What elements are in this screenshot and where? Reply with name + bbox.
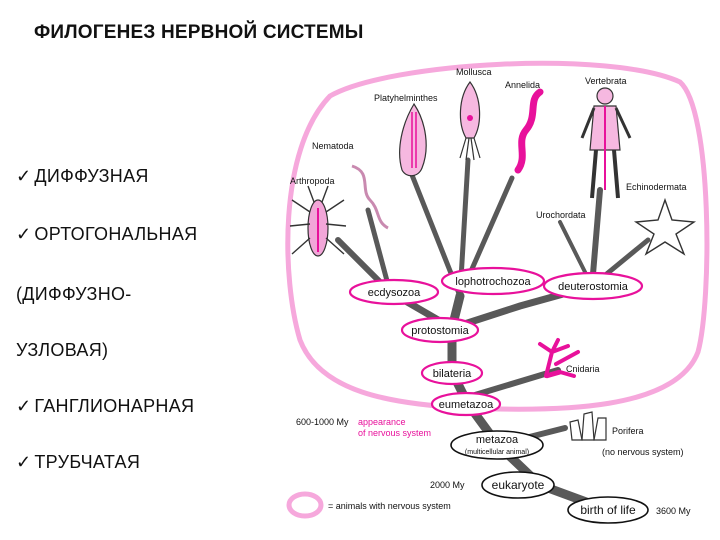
taxon-mollusca: Mollusca [456, 67, 492, 77]
porifera-illustration [569, 411, 607, 441]
appearance-line1: appearance [358, 417, 406, 427]
taxon-nematoda: Nematoda [312, 141, 354, 151]
mollusca-illustration [459, 80, 481, 161]
legend-text: = animals with nervous system [328, 501, 451, 511]
node-eumetazoa [430, 391, 502, 417]
check-icon: ✓ [16, 224, 32, 244]
node-bilateria-label: bilateria [433, 368, 472, 380]
node-eumetazoa-label: eumetazoa [439, 399, 494, 411]
taxon-cnidaria: Cnidaria [566, 364, 600, 374]
taxon-annelida: Annelida [505, 80, 540, 90]
platyhelminthes-illustration [399, 102, 427, 177]
vertebrata-illustration [580, 87, 632, 199]
bullet-text: ДИФФУЗНАЯ [34, 166, 149, 186]
time-3600: 3600 My [656, 506, 691, 516]
bullet-diffuse: ✓ДИФФУЗНАЯ [16, 166, 149, 187]
node-metazoa-sublabel: (multicellular animal) [465, 449, 529, 456]
bullet-ganglionic: ✓ГАНГЛИОНАРНАЯ [16, 396, 194, 417]
node-protostomia [400, 316, 480, 344]
bullet-text: ОРТОГОНАЛЬНАЯ [34, 224, 198, 244]
node-deuterostomia-label: deuterostomia [558, 281, 629, 293]
time-600-1000: 600-1000 My [296, 417, 349, 427]
bullet-diffuse-nodal-open: (ДИФФУЗНО- [16, 284, 132, 305]
bullet-text: ТРУБЧАТАЯ [34, 452, 141, 472]
slide-title: ФИЛОГЕНЕЗ НЕРВНОЙ СИСТЕМЫ [34, 22, 364, 43]
node-protostomia-label: protostomia [411, 325, 469, 337]
appearance-line2: of nervous system [358, 428, 431, 438]
taxon-echinodermata: Echinodermata [626, 182, 687, 192]
node-bilateria [420, 360, 484, 386]
bullet-orthogonal: ✓ОРТОГОНАЛЬНАЯ [16, 224, 197, 245]
node-birth-of-life-label: birth of life [580, 503, 636, 517]
bullet-text: ГАНГЛИОНАРНАЯ [34, 396, 195, 416]
bullet-text: (ДИФФУЗНО- [16, 284, 132, 304]
taxon-porifera-note: (no nervous system) [602, 447, 684, 457]
taxon-urochordata: Urochordata [536, 210, 586, 220]
bullet-text: УЗЛОВАЯ) [16, 340, 109, 360]
node-lophotrochozoa [440, 266, 546, 296]
taxon-arthropoda: Arthropoda [290, 176, 335, 186]
node-birth-of-life [567, 496, 649, 524]
node-lophotrochozoa-label: lophotrochozoa [455, 276, 531, 288]
organism-illustrations [289, 80, 697, 441]
check-icon: ✓ [16, 396, 32, 416]
node-ecdysozoa [348, 278, 440, 306]
node-metazoa [450, 430, 544, 460]
arthropod-illustration [289, 185, 347, 257]
node-eukaryote [481, 471, 555, 499]
time-labels: 3600 My 2000 My 600-1000 My appearance o… [296, 417, 691, 516]
bullet-tubular: ✓ТРУБЧАТАЯ [16, 452, 140, 473]
bullet-diffuse-nodal-close: УЗЛОВАЯ) [16, 340, 108, 361]
node-metazoa-label: metazoa [476, 434, 519, 446]
cnidaria-illustration [538, 338, 580, 379]
nematode-illustration [351, 164, 389, 230]
taxon-platyhelminthes: Platyhelminthes [374, 93, 438, 103]
annelida-illustration [514, 88, 544, 174]
tree-nodes: birth of life eukaryote metazoa (multice… [348, 266, 649, 524]
legend: = animals with nervous system [286, 491, 451, 519]
node-deuterostomia [542, 271, 644, 301]
time-2000: 2000 My [430, 480, 465, 490]
legend-marker [286, 491, 324, 519]
echinodermata-illustration [633, 197, 697, 256]
check-icon: ✓ [16, 166, 32, 186]
taxon-labels: Mollusca Annelida Vertebrata Platyhelmin… [290, 67, 687, 457]
nervous-system-region [285, 60, 710, 412]
node-ecdysozoa-label: ecdysozoa [368, 287, 421, 299]
node-eukaryote-label: eukaryote [492, 478, 545, 492]
taxon-vertebrata: Vertebrata [585, 76, 627, 86]
taxon-porifera: Porifera [612, 426, 644, 436]
check-icon: ✓ [16, 452, 32, 472]
